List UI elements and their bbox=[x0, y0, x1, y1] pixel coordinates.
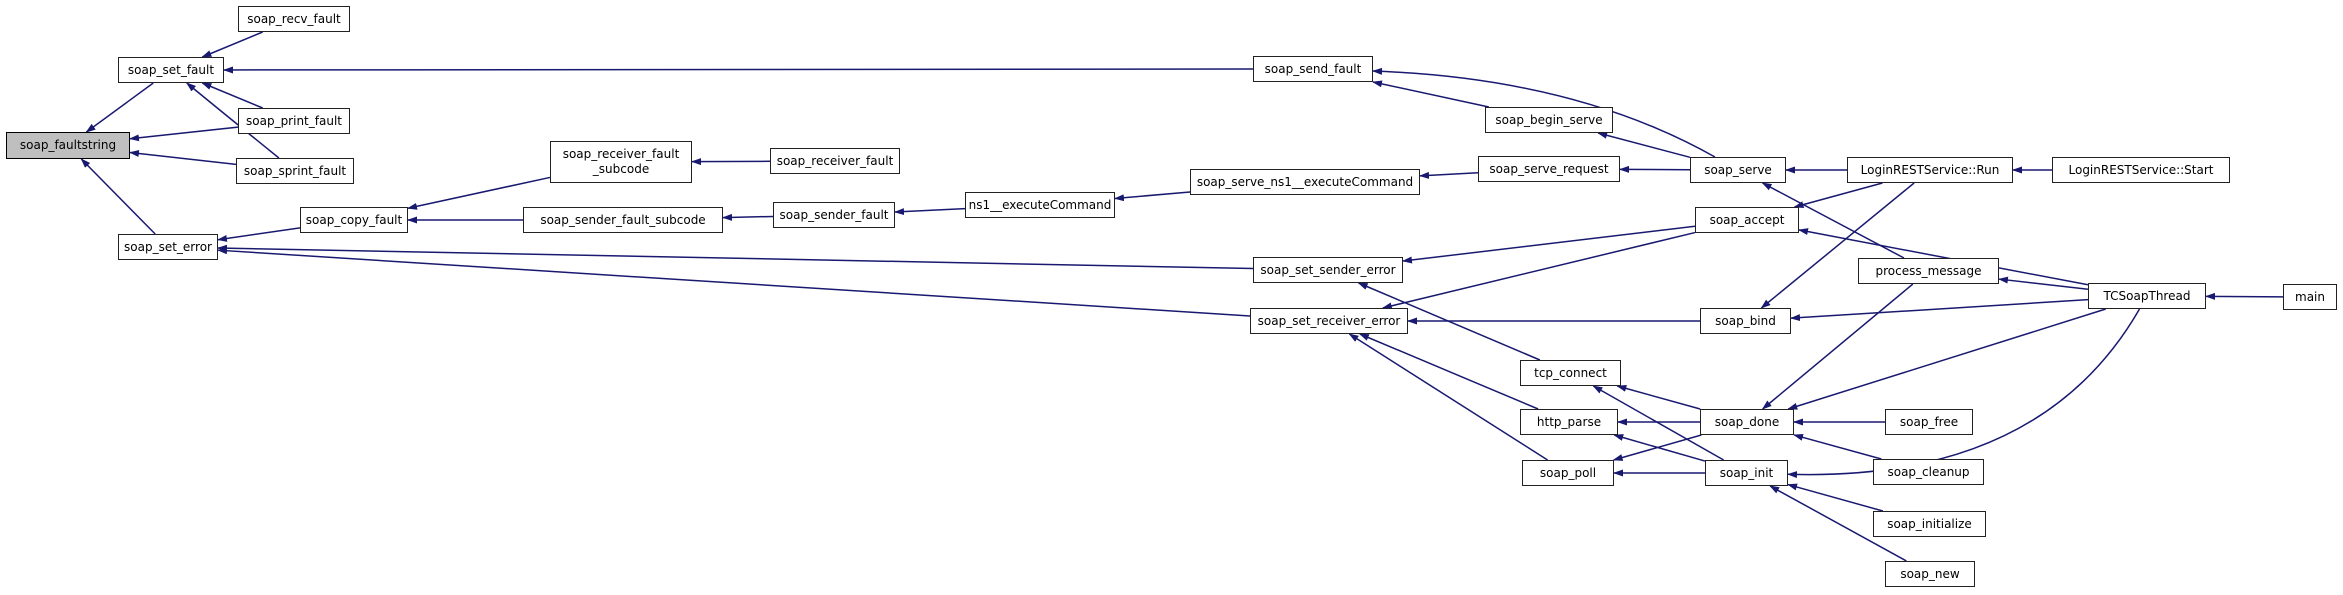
edge-soap_sprint_fault-to-soap_faultstring bbox=[129, 149, 237, 166]
edge-soap_accept-to-soap_set_sender_error bbox=[1402, 225, 1696, 264]
node-soap_faultstring[interactable]: soap_faultstring bbox=[6, 132, 130, 159]
edge-TCSoapThread-to-soap_bind bbox=[1790, 298, 2089, 322]
edge-soap_set_receiver_error-to-soap_set_error bbox=[217, 247, 1251, 317]
node-soap_set_sender_error[interactable]: soap_set_sender_error bbox=[1253, 257, 1403, 283]
node-soap_begin_serve[interactable]: soap_begin_serve bbox=[1485, 107, 1613, 133]
node-LoginRESTService::Run[interactable]: LoginRESTService::Run bbox=[1847, 157, 2013, 183]
edge-soap_sender_fault-to-soap_sender_fault_subcode bbox=[722, 213, 774, 221]
node-soap_init[interactable]: soap_init bbox=[1705, 460, 1788, 486]
edge-soap_recv_fault-to-soap_set_fault bbox=[201, 31, 263, 58]
node-tcp_connect[interactable]: tcp_connect bbox=[1520, 360, 1621, 386]
node-soap_sender_fault[interactable]: soap_sender_fault bbox=[773, 202, 895, 228]
edge-soap_new-to-soap_init bbox=[1769, 485, 1907, 562]
node-ns1__executeCommand[interactable]: ns1__executeCommand bbox=[965, 192, 1115, 218]
node-soap_sender_fault_subcode[interactable]: soap_sender_fault_subcode bbox=[523, 207, 723, 233]
node-soap_new[interactable]: soap_new bbox=[1885, 561, 1975, 587]
node-soap_cleanup[interactable]: soap_cleanup bbox=[1873, 459, 1984, 485]
node-soap_serve_request[interactable]: soap_serve_request bbox=[1478, 156, 1620, 182]
edge-soap_accept-to-soap_set_receiver_error bbox=[1381, 231, 1696, 310]
edge-soap_begin_serve-to-soap_send_fault bbox=[1372, 80, 1489, 108]
node-soap_poll[interactable]: soap_poll bbox=[1522, 460, 1614, 486]
edge-soap_copy_fault-to-soap_set_error bbox=[217, 227, 301, 242]
edge-soap_done-to-soap_poll bbox=[1612, 434, 1702, 461]
edge-soap_serve_request-to-soap_serve_ns1__executeCommand bbox=[1419, 171, 1479, 179]
edge-TCSoapThread-to-soap_init bbox=[1787, 308, 2141, 479]
node-soap_set_error[interactable]: soap_set_error bbox=[118, 234, 218, 260]
edge-http_parse-to-soap_set_receiver_error bbox=[1358, 333, 1539, 410]
edge-tcp_connect-to-soap_set_sender_error bbox=[1357, 282, 1541, 361]
node-soap_initialize[interactable]: soap_initialize bbox=[1873, 511, 1986, 537]
edge-LoginRESTService::Run-to-soap_accept bbox=[1793, 182, 1883, 209]
node-soap_copy_fault[interactable]: soap_copy_fault bbox=[300, 207, 408, 233]
node-soap_free[interactable]: soap_free bbox=[1885, 409, 1973, 435]
node-soap_send_fault[interactable]: soap_send_fault bbox=[1253, 56, 1373, 82]
edge-soap_sprint_fault-to-soap_set_fault bbox=[186, 82, 280, 159]
edge-soap_set_fault-to-soap_faultstring bbox=[85, 82, 154, 133]
node-soap_set_fault[interactable]: soap_set_fault bbox=[118, 57, 224, 83]
node-soap_accept[interactable]: soap_accept bbox=[1695, 207, 1799, 233]
edge-soap_init-to-http_parse bbox=[1613, 434, 1706, 462]
edge-soap_done-to-tcp_connect bbox=[1616, 385, 1701, 410]
node-soap_receiver_fault_subcode[interactable]: soap_receiver_fault _subcode bbox=[550, 141, 692, 183]
edge-soap_serve_ns1__executeCommand-to-ns1__executeCommand bbox=[1114, 191, 1191, 202]
node-process_message[interactable]: process_message bbox=[1858, 258, 1999, 284]
node-soap_serve[interactable]: soap_serve bbox=[1690, 157, 1786, 183]
node-soap_set_receiver_error[interactable]: soap_set_receiver_error bbox=[1250, 308, 1408, 334]
edge-LoginRESTService::Run-to-soap_bind bbox=[1760, 182, 1915, 309]
edge-soap_send_fault-to-soap_set_fault bbox=[223, 66, 1254, 74]
node-soap_serve_ns1__executeCommand[interactable]: soap_serve_ns1__executeCommand bbox=[1190, 169, 1420, 195]
edge-soap_print_fault-to-soap_set_fault bbox=[201, 82, 263, 109]
edge-soap_serve-to-soap_begin_serve bbox=[1597, 131, 1691, 159]
node-soap_sprint_fault[interactable]: soap_sprint_fault bbox=[236, 158, 354, 184]
edge-soap_serve-to-soap_send_fault bbox=[1372, 67, 1716, 158]
edge-soap_receiver_fault_subcode-to-soap_copy_fault bbox=[407, 176, 551, 210]
node-TCSoapThread[interactable]: TCSoapThread bbox=[2088, 283, 2206, 309]
edge-TCSoapThread-to-soap_accept bbox=[1798, 228, 2089, 286]
node-soap_receiver_fault[interactable]: soap_receiver_fault bbox=[770, 148, 900, 174]
node-soap_recv_fault[interactable]: soap_recv_fault bbox=[238, 6, 350, 32]
node-soap_done[interactable]: soap_done bbox=[1700, 409, 1794, 435]
edge-ns1__executeCommand-to-soap_sender_fault bbox=[894, 207, 966, 216]
node-soap_bind[interactable]: soap_bind bbox=[1700, 308, 1791, 334]
edge-TCSoapThread-to-soap_done bbox=[1787, 308, 2106, 410]
edge-soap_poll-to-soap_set_receiver_error bbox=[1348, 333, 1548, 461]
edge-soap_init-to-tcp_connect bbox=[1592, 385, 1724, 461]
edge-process_message-to-soap_done bbox=[1761, 283, 1914, 410]
node-LoginRESTService::Start[interactable]: LoginRESTService::Start bbox=[2052, 157, 2230, 183]
edge-TCSoapThread-to-process_message bbox=[1998, 276, 2089, 290]
edge-soap_set_sender_error-to-soap_set_error bbox=[217, 244, 1254, 270]
edge-soap_set_error-to-soap_faultstring bbox=[80, 158, 156, 235]
edge-soap_cleanup-to-soap_done bbox=[1793, 433, 1882, 460]
edge-soap_initialize-to-soap_init bbox=[1787, 483, 1884, 512]
node-http_parse[interactable]: http_parse bbox=[1520, 409, 1618, 435]
node-soap_print_fault[interactable]: soap_print_fault bbox=[238, 108, 350, 134]
node-main[interactable]: main bbox=[2283, 284, 2337, 310]
edge-soap_print_fault-to-soap_faultstring bbox=[129, 126, 239, 142]
